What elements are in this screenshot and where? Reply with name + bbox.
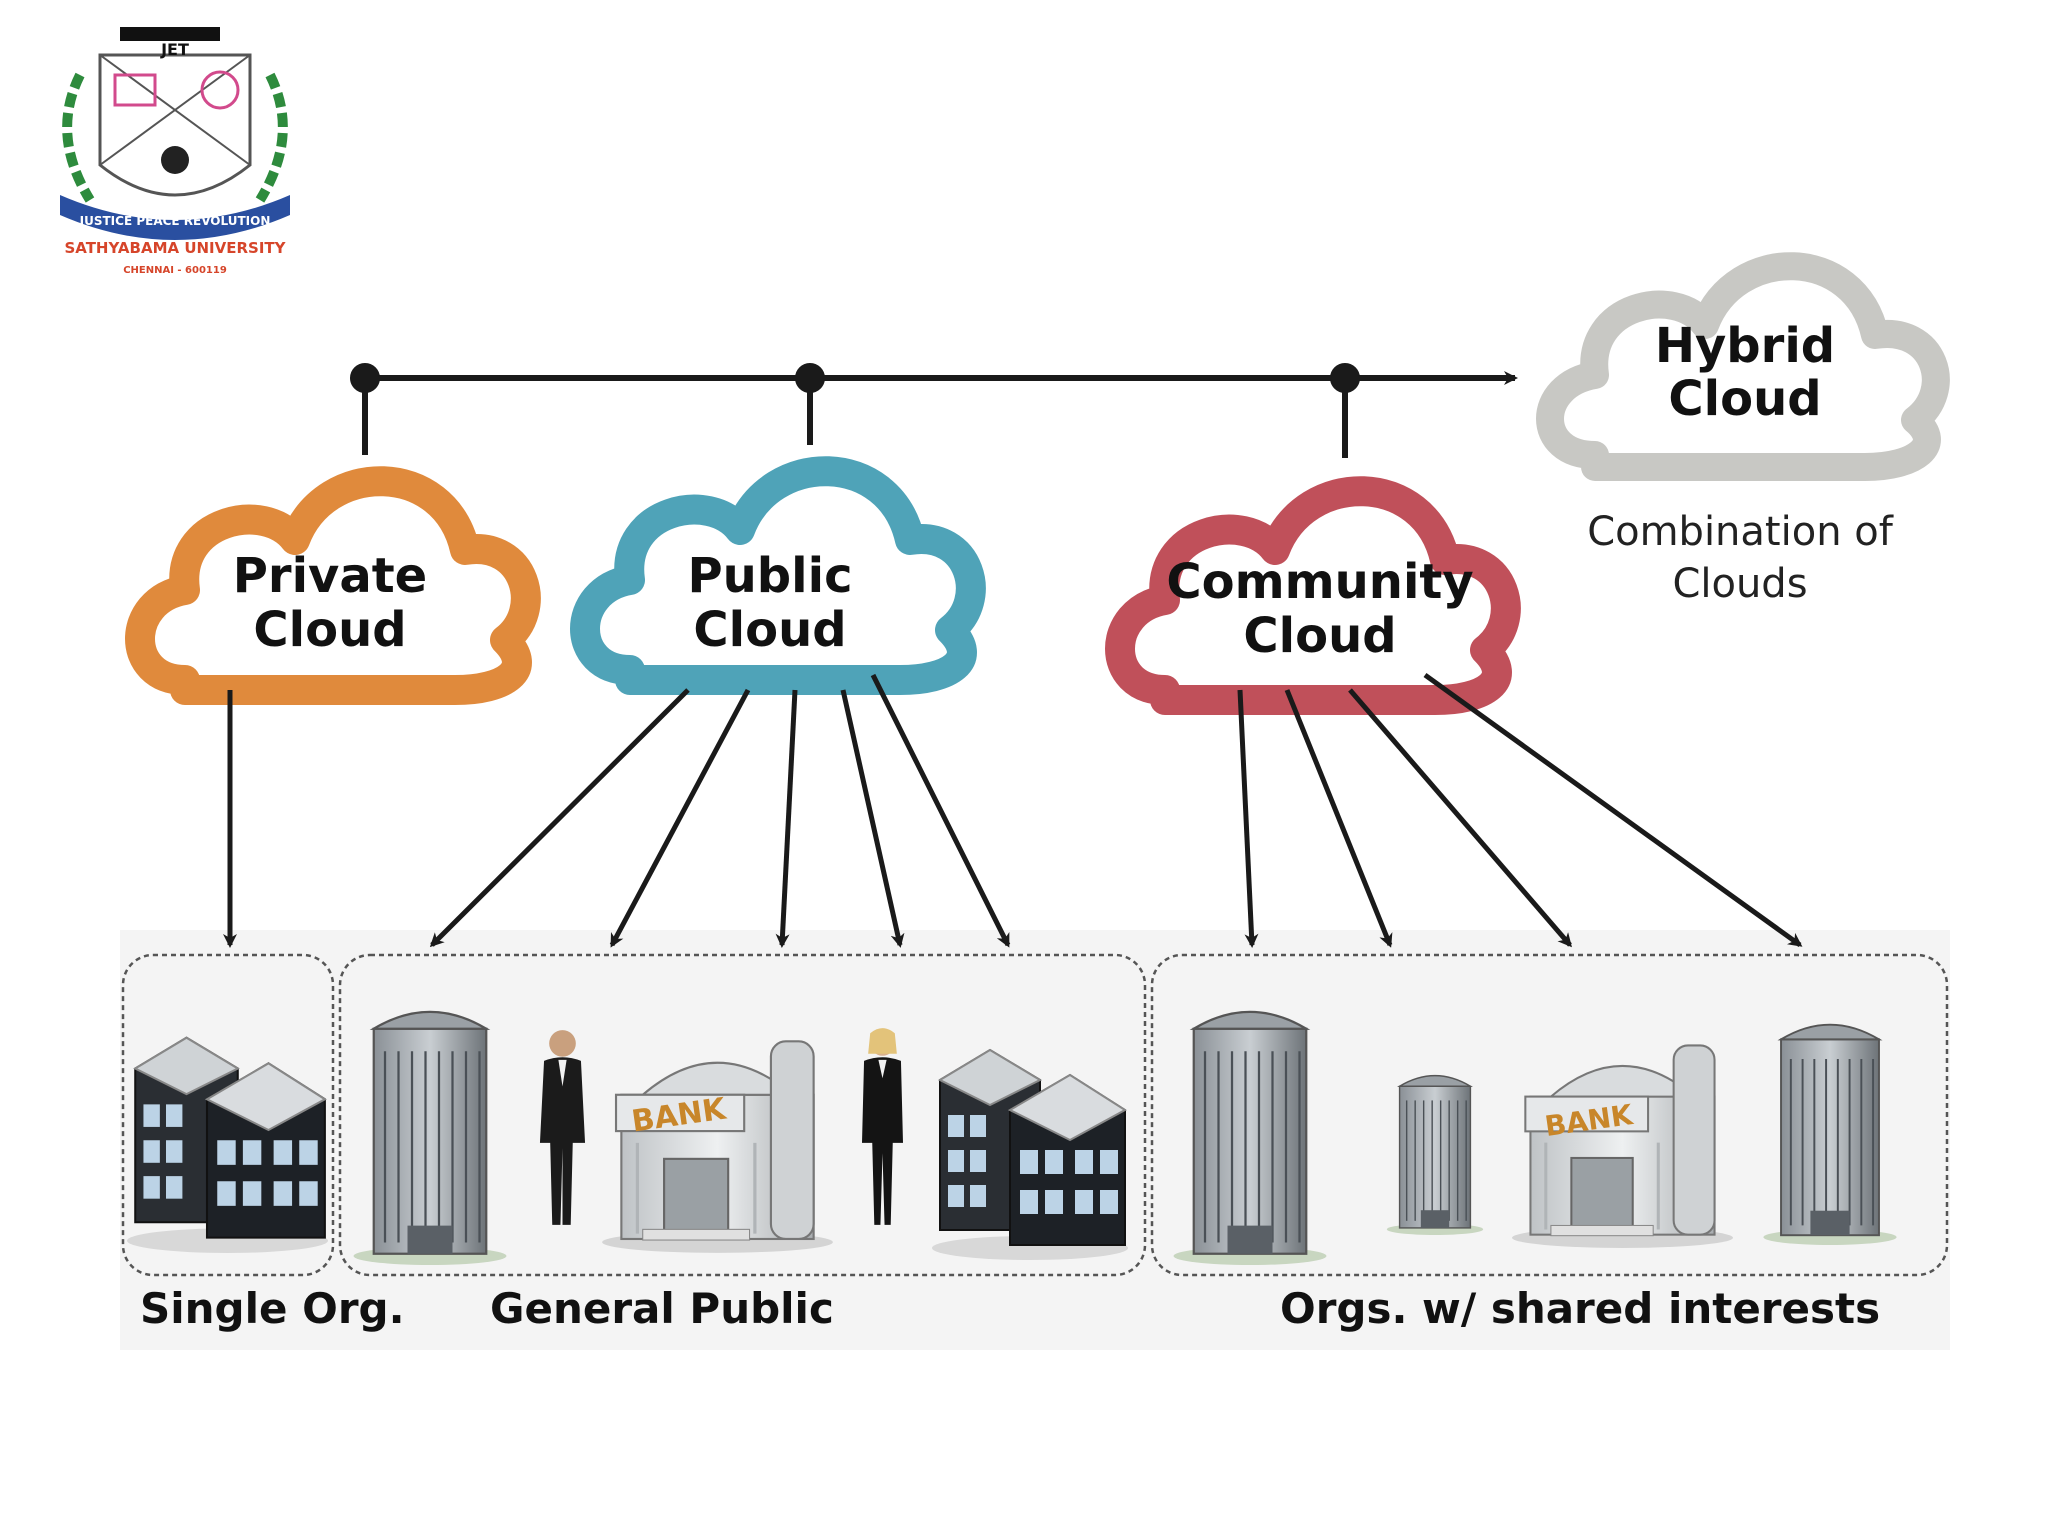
community-cloud-line2: Cloud [1243, 608, 1396, 664]
single-org-label: Single Org. [140, 1284, 405, 1333]
arrow-community-3 [1348, 688, 1572, 948]
arrow-public-1 [429, 688, 690, 948]
public-cloud: Public Cloud [570, 456, 986, 695]
private-cloud-shape [125, 466, 541, 705]
community-cloud-line1: Community [1166, 554, 1473, 610]
hybrid-caption-line2: Clouds [1672, 561, 1807, 607]
public-cloud-line1: Public [687, 548, 852, 604]
hybrid-cloud-line2: Cloud [1668, 371, 1821, 427]
private-cloud-line2: Cloud [253, 602, 406, 658]
computer-icon [113, 73, 157, 107]
laurel-left-icon [62, 72, 95, 203]
bank-building-shared: BANK [1510, 1043, 1735, 1250]
public-cloud-shape [570, 456, 986, 695]
arrow-public-4 [840, 689, 905, 948]
skyscraper-icon [352, 1010, 508, 1265]
laurel-right-icon [255, 72, 288, 203]
hybrid-cloud: Hybrid Cloud [1536, 252, 1950, 481]
skyscraper-icon-3 [1762, 1023, 1898, 1245]
bank-building-public: BANK [600, 1039, 835, 1255]
public-cloud-line2: Cloud [693, 602, 846, 658]
shared-interests-box [1150, 953, 1949, 1277]
shield-icon [98, 53, 252, 197]
arrow-community-1 [1237, 689, 1259, 948]
arrow-public-3 [775, 689, 798, 948]
single-org-box [121, 953, 335, 1277]
private-cloud: Private Cloud [125, 466, 541, 705]
skyscraper-icon-2 [1172, 1010, 1328, 1265]
logo-motto: JUSTICE PEACE REVOLUTION [79, 214, 271, 228]
shared-interests-label: Orgs. w/ shared interests [1280, 1284, 1880, 1333]
arrow-community-2 [1284, 689, 1393, 948]
community-cloud: Community Cloud [1105, 476, 1521, 715]
logo-city: CHENNAI - 600119 [123, 265, 227, 276]
hybrid-cloud-shape [1536, 252, 1950, 481]
logo-university-name: SATHYABAMA UNIVERSITY [64, 239, 286, 257]
graduation-cap-icon [120, 27, 220, 41]
general-public-box [338, 953, 1147, 1277]
arrow-community-4 [1423, 672, 1803, 948]
connector-arrows [223, 672, 1803, 948]
university-logo: JET JUSTICE PEACE REVOLUTION SATHYABAMA … [60, 27, 290, 276]
gear-icon [161, 146, 189, 174]
hybrid-cloud-line1: Hybrid [1655, 318, 1835, 374]
top-connector [350, 363, 1518, 458]
logo-acronym: JET [160, 40, 189, 59]
arrow-public-2 [609, 688, 751, 948]
private-cloud-line1: Private [233, 548, 427, 604]
arrow-public-5 [870, 673, 1011, 948]
general-public-label: General Public [490, 1284, 834, 1333]
hybrid-caption-line1: Combination of [1587, 509, 1894, 555]
satellite-dish-icon [200, 70, 240, 110]
community-cloud-shape [1105, 476, 1521, 715]
small-tower-icon [1386, 1074, 1484, 1235]
